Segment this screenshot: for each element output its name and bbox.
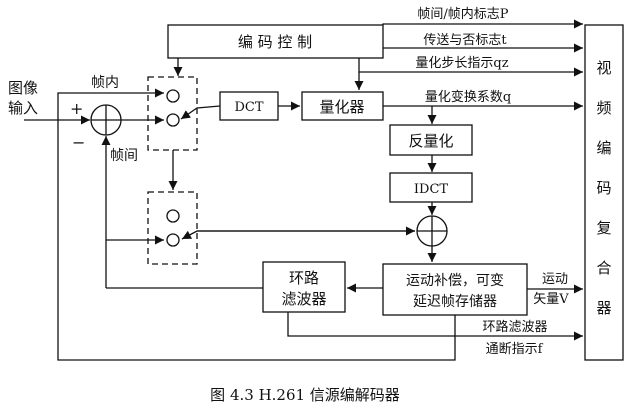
outer-loop-line <box>57 120 456 361</box>
feedback-contact-open <box>166 209 180 223</box>
dequantizer-label: 反量化 <box>408 132 453 150</box>
video-mux-char: 复 <box>596 219 611 237</box>
mc-label-2: 延迟帧存储器 <box>413 294 497 310</box>
loop-filter-flag-label-2: 通断指示f <box>486 342 544 357</box>
dct-label: DCT <box>234 100 263 115</box>
loop-filter-label-2: 滤波器 <box>281 290 326 308</box>
intra-inter-flag-label: 帧间/帧内标志P <box>417 6 508 22</box>
motion-vector-label-1: 运动 <box>542 272 568 287</box>
coding-control-label: 编 码 控 制 <box>238 33 312 51</box>
transmit-flag-label: 传送与否标志t <box>423 33 507 48</box>
switch-contact-intra <box>166 89 180 103</box>
idct-block <box>389 172 473 203</box>
coding-control-block <box>167 24 384 59</box>
switch-to-dct-arrow <box>180 105 221 120</box>
video-mux-char: 合 <box>596 259 611 277</box>
quant-step-label: 量化步长指示qz <box>415 56 508 71</box>
intra-label: 帧内 <box>91 75 119 91</box>
intra-inter-switch <box>147 76 198 151</box>
video-mux-char: 编 <box>596 139 611 157</box>
image-input-label-1: 图像 <box>8 79 38 97</box>
video-mux-char: 频 <box>596 99 611 117</box>
intra-inter-flag-arrow <box>382 19 583 29</box>
video-mux-char: 码 <box>596 179 611 197</box>
motion-vector-label-2: 矢量V <box>533 292 569 307</box>
loop-filter-block <box>262 261 346 313</box>
loop-filter-label-1: 环路 <box>289 269 319 287</box>
video-mux-char: 器 <box>596 299 611 317</box>
inter-label: 帧间 <box>110 148 138 164</box>
motion-compensation-block <box>382 263 528 316</box>
video-mux-char: 视 <box>596 59 611 77</box>
minus-sign: − <box>72 133 85 152</box>
plus-sign: + <box>70 99 83 118</box>
quantizer-label: 量化器 <box>319 98 364 116</box>
dequantizer-block <box>389 124 473 156</box>
switch-contact-inter <box>166 113 180 127</box>
idct-label: IDCT <box>414 182 449 197</box>
image-input-label-2: 输入 <box>8 99 38 117</box>
intra-path-arrow <box>57 88 164 120</box>
loop-filter-flag-arrow <box>287 312 583 341</box>
video-mux-block <box>584 24 624 361</box>
adder-feedback-arrow <box>181 230 415 240</box>
feedback-switch <box>147 191 198 265</box>
figure-caption: 图 4.3 H.261 信源编解码器 <box>210 386 400 404</box>
feedback-contact-closed <box>166 233 180 247</box>
mc-label-1: 运动补偿，可变 <box>406 273 504 289</box>
quantizer-block <box>301 91 384 121</box>
quant-coeff-label: 量化变换系数q <box>425 89 511 105</box>
loop-filter-flag-label-1: 环路滤波器 <box>482 319 547 335</box>
